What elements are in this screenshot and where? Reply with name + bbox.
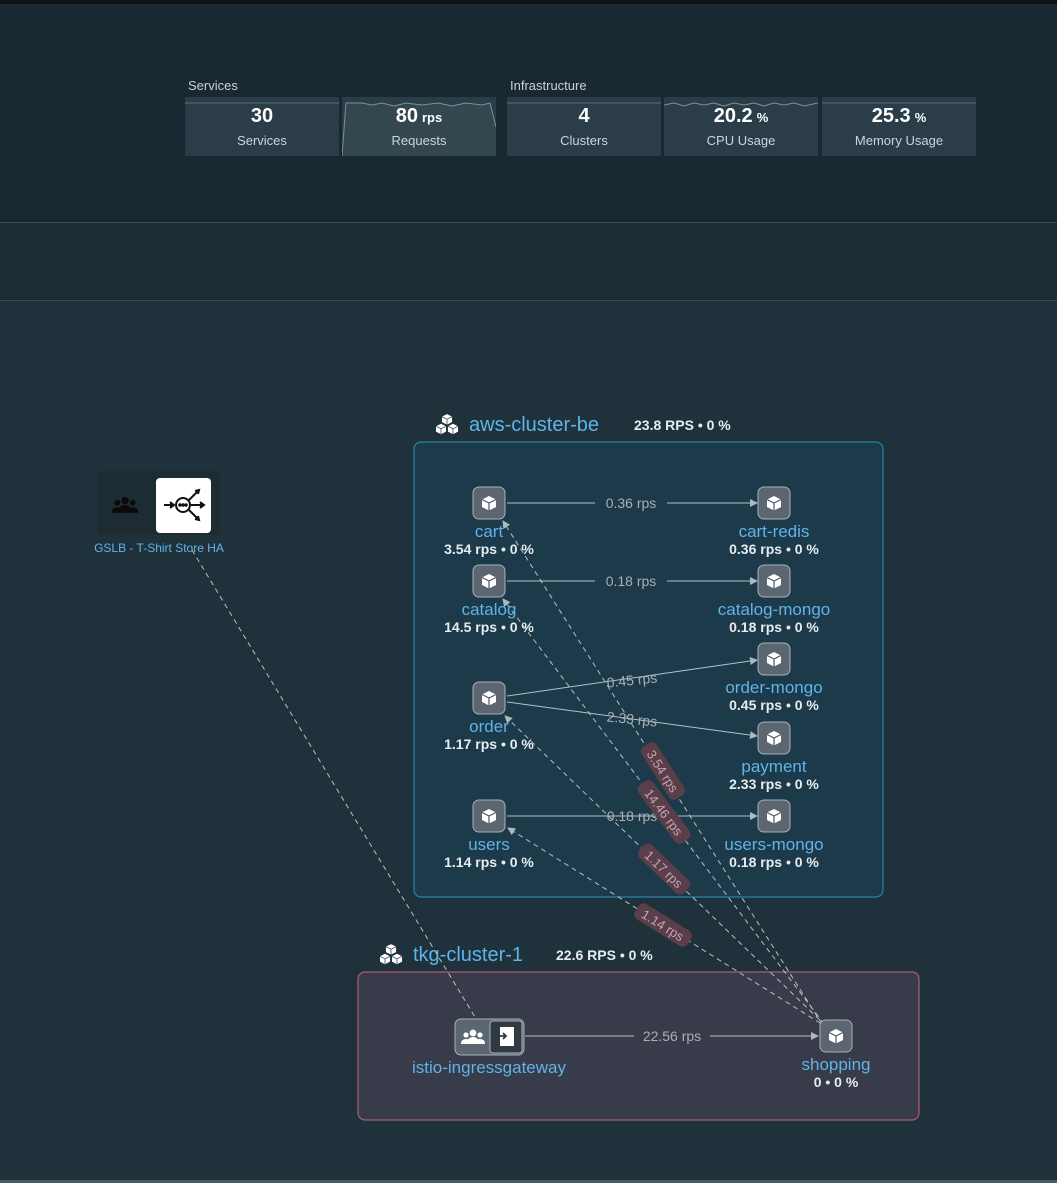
catalog-name[interactable]: catalog <box>462 600 517 619</box>
users-name[interactable]: users <box>468 835 510 854</box>
load-balancer-icon <box>164 488 206 522</box>
cpu-sparkline <box>664 102 818 107</box>
requests-label: Requests <box>391 133 447 148</box>
edge-label-gateway-shopping: 22.56 rps <box>643 1028 701 1044</box>
catalog-mongo-name[interactable]: catalog-mongo <box>718 600 830 619</box>
cart-name[interactable]: cart <box>475 522 504 541</box>
tkg-cluster-stats: 22.6 RPS • 0 % <box>556 947 653 963</box>
summary-header: Services Infrastructure 30 Services 80 rp… <box>0 4 1057 223</box>
memory-unit: % <box>914 110 927 125</box>
aws-cluster-name[interactable]: aws-cluster-be <box>469 414 599 436</box>
aws-cluster-box[interactable] <box>413 441 884 898</box>
cpu-unit: % <box>756 110 769 125</box>
bottom-divider <box>0 1180 1057 1183</box>
aws-cluster-icon <box>436 414 458 434</box>
tkg-cluster-box[interactable] <box>357 971 920 1121</box>
gslb-node[interactable]: GSLB - T-Shirt Store HA <box>94 471 224 555</box>
requests-sparkline <box>342 102 496 156</box>
cpu-usage-card[interactable]: 20.2% CPU Usage <box>664 97 818 156</box>
users-mongo-stats: 0.18 rps • 0 % <box>729 854 819 870</box>
edge-labels: 0.36 rps 0.18 rps 0.45 rps 2.33 rps 0.18… <box>595 494 710 1045</box>
edge-order-mongo <box>506 657 758 697</box>
edge-shopping-catalog <box>502 598 825 1025</box>
services-label: Services <box>237 133 287 148</box>
clusters-value: 4 <box>578 105 590 127</box>
users-mongo-name[interactable]: users-mongo <box>724 835 823 854</box>
infrastructure-group-label: Infrastructure <box>510 78 587 93</box>
tkg-cluster-icon <box>380 944 402 964</box>
edge-label-order-mongo: 0.45 rps <box>606 669 658 690</box>
edge-gslb-gateway <box>191 549 479 1023</box>
aws-cluster-stats: 23.8 RPS • 0 % <box>634 417 731 433</box>
edge-label-catalog-mongo: 0.18 rps <box>606 573 657 589</box>
order-mongo-stats: 0.45 rps • 0 % <box>729 697 819 713</box>
clusters-sparkline <box>507 102 661 104</box>
gslb-label[interactable]: GSLB - T-Shirt Store HA <box>94 541 224 555</box>
tkg-cluster-name[interactable]: tkg-cluster-1 <box>413 944 523 966</box>
cart-stats: 3.54 rps • 0 % <box>444 541 534 557</box>
memory-label: Memory Usage <box>854 133 944 148</box>
users-group-icon <box>111 496 139 513</box>
cart-redis-name[interactable]: cart-redis <box>739 522 810 541</box>
shopping-name[interactable]: shopping <box>801 1055 870 1074</box>
services-count-card[interactable]: 30 Services <box>185 97 339 156</box>
payment-stats: 2.33 rps • 0 % <box>729 776 819 792</box>
services-group-label: Services <box>188 78 238 93</box>
edge-label-users-mongo: 0.18 rps <box>607 808 658 824</box>
toolbar-band <box>0 223 1057 301</box>
memory-value: 25.3 <box>871 105 911 127</box>
cpu-label: CPU Usage <box>706 133 776 148</box>
catalog-stats: 14.5 rps • 0 % <box>444 619 534 635</box>
memory-usage-card[interactable]: 25.3% Memory Usage <box>822 97 976 156</box>
requests-value: 80 <box>395 105 418 127</box>
order-stats: 1.17 rps • 0 % <box>444 736 534 752</box>
cpu-value: 20.2 <box>713 105 753 127</box>
requests-unit: rps <box>422 110 443 125</box>
edge-order-payment <box>506 701 758 740</box>
edge-shopping-order <box>504 715 827 1027</box>
requests-card[interactable]: 80 rps Requests <box>342 97 496 156</box>
users-stats: 1.14 rps • 0 % <box>444 854 534 870</box>
payment-name[interactable]: payment <box>741 757 806 776</box>
order-mongo-name[interactable]: order-mongo <box>725 678 822 697</box>
clusters-label: Clusters <box>560 133 608 148</box>
edge-label-cart-redis: 0.36 rps <box>606 495 657 511</box>
cart-redis-stats: 0.36 rps • 0 % <box>729 541 819 557</box>
top-strip <box>0 0 1057 4</box>
clusters-card[interactable]: 4 Clusters <box>507 97 661 156</box>
catalog-mongo-stats: 0.18 rps • 0 % <box>729 619 819 635</box>
memory-sparkline <box>822 102 976 104</box>
services-sparkline <box>185 102 339 105</box>
istio-ingressgateway-node[interactable]: istio-ingressgateway <box>412 1018 567 1077</box>
gateway-icon <box>497 1027 514 1046</box>
shopping-stats: 0 • 0 % <box>814 1074 859 1090</box>
services-value: 30 <box>250 105 274 127</box>
istio-ingressgateway-name[interactable]: istio-ingressgateway <box>412 1058 567 1077</box>
edge-label-order-payment: 2.33 rps <box>606 708 658 729</box>
order-name[interactable]: order <box>469 717 509 736</box>
